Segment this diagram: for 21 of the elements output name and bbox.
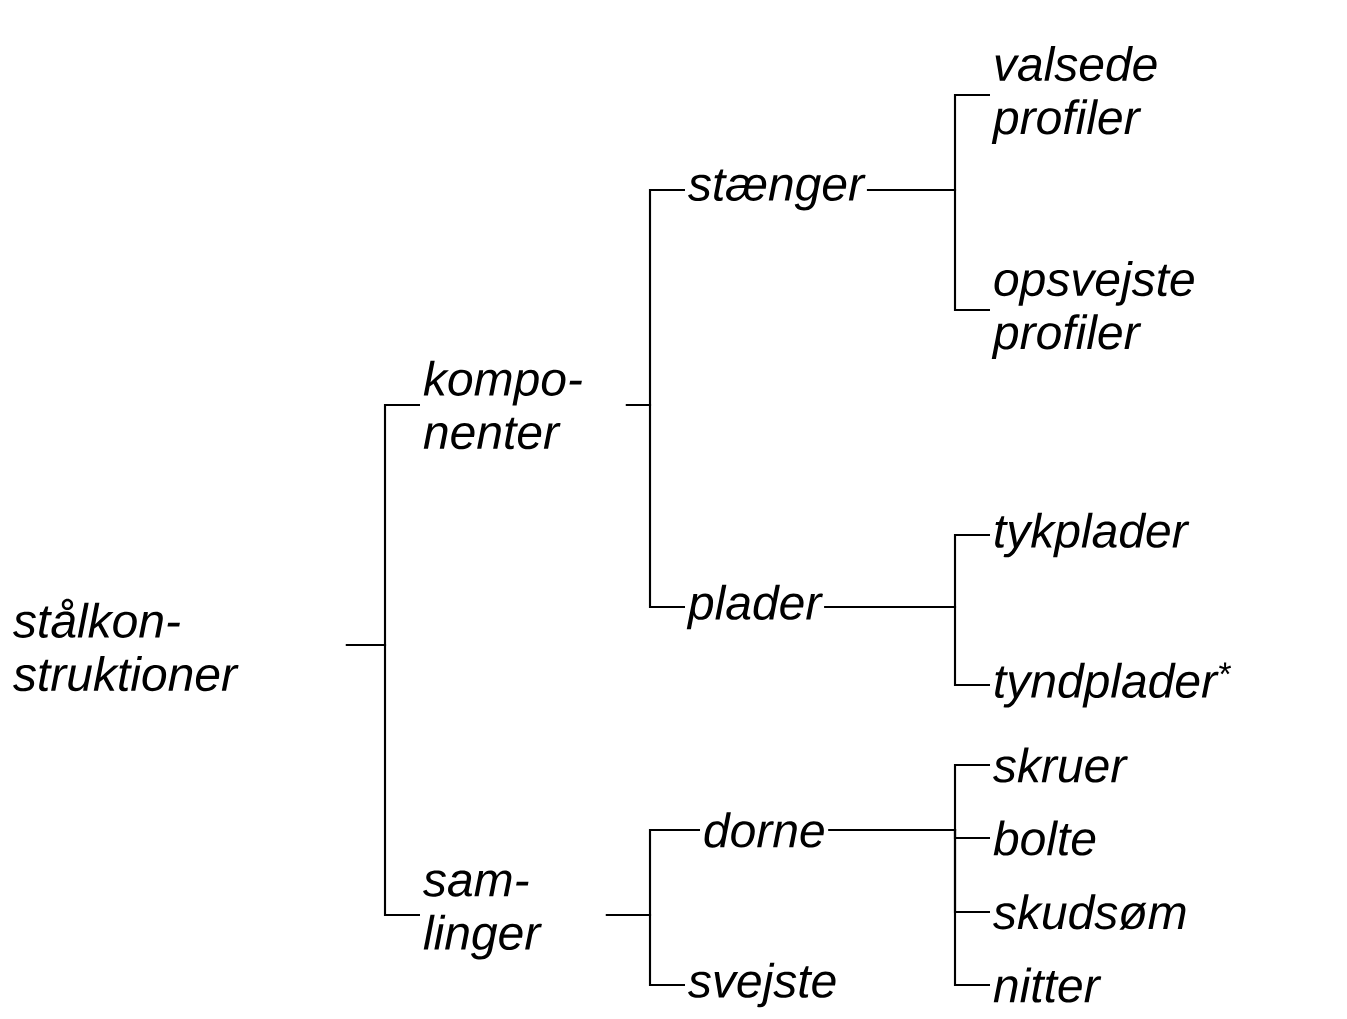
term-label: valsede profiler [991,45,1157,144]
term-label: stænger [688,169,866,211]
term-label: nitter [993,967,1102,1003]
term-label: tyndplader$^{*}$ [995,662,1232,708]
bracket-line [345,643,420,917]
bracket-line [824,605,990,687]
term-label: svejste [688,962,836,1008]
bracket-line [828,828,990,987]
term-label: bolte [993,820,1096,856]
term-label: tykplader [995,512,1190,558]
term-label: kompo- nenter [423,360,582,450]
term-label: plader [686,584,823,630]
term-label: dorne [704,812,824,848]
bracket-line [625,403,685,609]
term-label: skruer [993,747,1128,783]
term-label: sam- linger [423,870,542,960]
bracket-line [866,188,990,312]
term-label: skudsøm [993,894,1186,930]
bracket-line [605,913,685,987]
term-label: stålkon- struktioner [13,598,239,692]
term-label: opsvejste profiler [991,260,1194,360]
